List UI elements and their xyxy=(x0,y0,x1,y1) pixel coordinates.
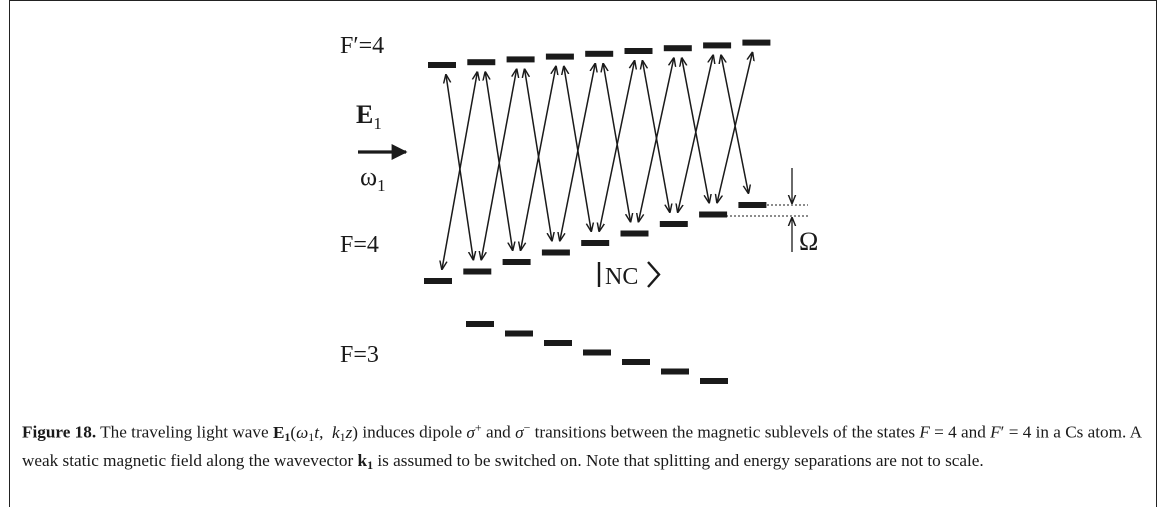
caption-text-6: in a Cs atom. A weak static magnetic fie… xyxy=(22,422,1142,470)
excited-sublevel xyxy=(742,39,771,46)
ground-f4-sublevel xyxy=(620,230,649,237)
ground-f3-sublevel xyxy=(622,359,650,365)
excited-sublevel xyxy=(467,59,496,66)
excited-sublevel xyxy=(663,45,692,52)
state-f-prime: F′ = 4 xyxy=(990,422,1032,442)
caption-text-5: and xyxy=(961,422,986,442)
transition-arrows xyxy=(442,53,752,269)
sigma-minus-transition xyxy=(525,69,552,240)
excited-sublevel xyxy=(545,53,574,60)
ground-f3-level-label: F=3 xyxy=(340,342,379,368)
sigma-minus: σ− xyxy=(515,420,531,442)
ground-f4-level-label: F=4 xyxy=(340,232,379,258)
ground-f4-sublevel xyxy=(581,240,610,246)
excited-sublevel xyxy=(585,50,614,57)
figure-caption: Figure 18. The traveling light wave E1(ω… xyxy=(22,415,1142,477)
figure-frame xyxy=(9,0,1157,507)
dark-state-label: NC xyxy=(597,261,661,290)
excited-sublevel xyxy=(428,62,456,68)
ground-f4-sublevels xyxy=(424,202,767,284)
sigma-minus-transition xyxy=(485,72,512,250)
ground-f3-sublevel xyxy=(466,321,494,327)
ground-f3-sublevels xyxy=(466,321,728,384)
ground-f4-sublevel xyxy=(502,259,531,265)
caption-text-1: The traveling light wave xyxy=(100,422,269,442)
energy-level-diagram: F′=4 F=4 F=3 E1 ω1 NC Ω xyxy=(340,33,818,384)
wave-expression: E1(ω1t, k1z) xyxy=(272,422,359,444)
caption-text-4: transitions between the magnetic subleve… xyxy=(534,422,916,442)
ground-f4-sublevel xyxy=(541,249,570,256)
sigma-plus: σ+ xyxy=(466,420,482,442)
sigma-minus-transition xyxy=(603,64,630,222)
excited-sublevel xyxy=(506,56,535,63)
splitting-label: Ω xyxy=(799,227,818,256)
caption-text-2: induces dipole xyxy=(362,422,463,442)
ground-f4-sublevel xyxy=(659,221,688,227)
excited-sublevel xyxy=(703,42,732,49)
sigma-minus-transition xyxy=(721,55,748,193)
sigma-minus-transition xyxy=(446,75,473,260)
excited-sublevel xyxy=(624,48,653,54)
ground-f4-sublevel xyxy=(699,211,728,218)
frequency-label: ω1 xyxy=(360,162,386,195)
ground-f3-sublevel xyxy=(700,378,728,384)
sigma-minus-transition xyxy=(643,61,670,212)
excited-level-label: F′=4 xyxy=(340,33,384,59)
caption-text-3: and xyxy=(485,422,511,442)
sigma-minus-transition xyxy=(682,58,709,202)
state-f: F = 4 xyxy=(919,422,957,442)
excited-sublevels xyxy=(428,39,771,68)
caption-text-7: is assumed to be switched on. Note that … xyxy=(377,450,984,470)
ground-f4-sublevel xyxy=(463,268,492,275)
splitting-indicator: Ω xyxy=(706,168,818,256)
figure-number: Figure 18. xyxy=(22,422,97,442)
svg-text:NC: NC xyxy=(605,264,638,290)
field-label: E1 xyxy=(356,100,382,133)
ground-f4-sublevel xyxy=(424,278,452,284)
sigma-minus-transition xyxy=(564,67,591,231)
wavevector: k1 xyxy=(357,450,374,472)
ground-f3-sublevel xyxy=(505,330,533,337)
ground-f3-sublevel xyxy=(583,349,611,356)
ground-f3-sublevel xyxy=(544,340,572,346)
ground-f3-sublevel xyxy=(661,368,689,375)
